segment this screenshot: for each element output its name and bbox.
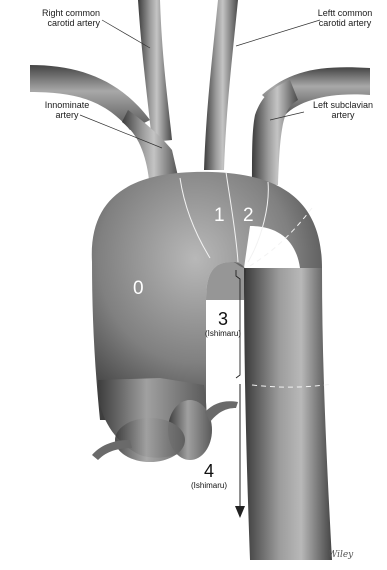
descending-aorta (244, 268, 332, 560)
zone-4-label: 4 (Ishimaru) (184, 462, 234, 490)
right-carotid-label-line1: Right common (2, 8, 100, 18)
left-subclavian-label-line1: Left subclavian (300, 100, 386, 110)
left-carotid-label: Leftt common carotid artery (304, 8, 386, 28)
zone-0-label: 0 (133, 278, 144, 299)
zone-4-subtitle: (Ishimaru) (184, 481, 234, 490)
right-carotid-label-line2: carotid artery (2, 18, 100, 28)
zone4-arrowhead (235, 506, 245, 518)
zone-3-subtitle: (Ishimaru) (195, 329, 251, 338)
right-carotid-label: Right common carotid artery (2, 8, 100, 28)
innominate-label-line1: Innominate (32, 100, 102, 110)
left-subclavian-vessel (252, 80, 298, 185)
innominate-label: Innominate artery (32, 100, 102, 120)
zone-3-label: 3 (Ishimaru) (195, 310, 251, 338)
zone-2-label: 2 (243, 205, 254, 226)
left-carotid-label-line2: carotid artery (304, 18, 386, 28)
left-carotid-label-line1: Leftt common (304, 8, 386, 18)
artist-signature: Wiley (328, 550, 353, 560)
innominate-label-line2: artery (32, 110, 102, 120)
zone-1-label: 1 (214, 205, 225, 226)
left-carotid-vessel (204, 0, 238, 170)
left-subclavian-label-line2: artery (300, 110, 386, 120)
left-subclavian-label: Left subclavian artery (300, 100, 386, 120)
zone-4-number: 4 (184, 462, 234, 481)
left-coronary-vessel (205, 401, 238, 422)
zone-3-number: 3 (195, 310, 251, 329)
